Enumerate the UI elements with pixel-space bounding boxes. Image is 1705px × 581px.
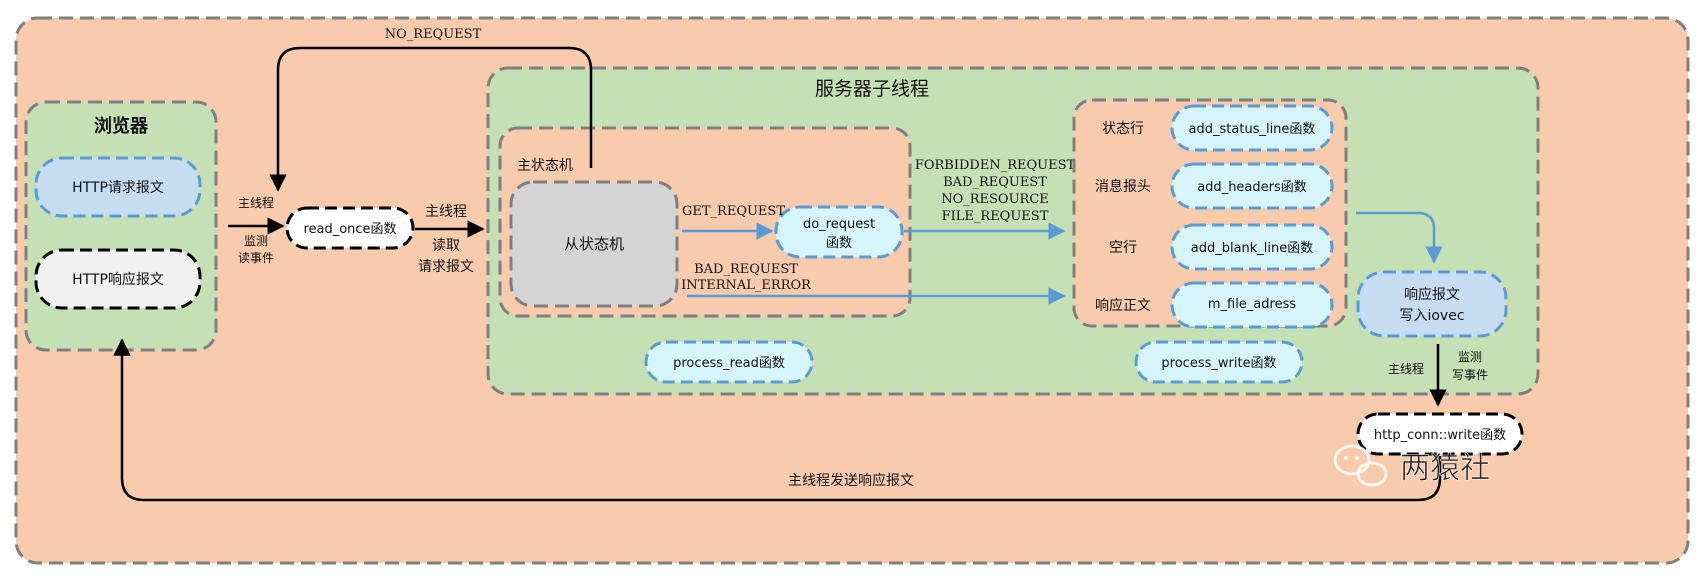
add-blank-line-label: add_blank_line函数 [1191, 241, 1314, 256]
no-request-loop-arrow [269, 46, 593, 192]
read-event-label: 读事件 [238, 251, 274, 265]
http-conn-write-box [1356, 412, 1524, 456]
monitor-label-1: 监测 [244, 234, 268, 248]
slave-state-machine-label: 从状态机 [564, 235, 624, 253]
iovec-box [1356, 270, 1508, 338]
iovec-label-1: 响应报文 [1404, 286, 1460, 303]
forbidden-request-label: FORBIDDEN_REQUEST [915, 158, 1076, 173]
main-thread-label-3: 主线程 [1388, 361, 1424, 376]
add-headers-label: add_headers函数 [1197, 180, 1307, 195]
http-request-box [34, 156, 202, 218]
do-request-label-2: 函数 [826, 236, 852, 251]
add-status-line-box [1170, 104, 1334, 152]
send-response-arrow [113, 338, 1442, 502]
m-file-adress-box [1170, 281, 1334, 329]
browser-title: 浏览器 [94, 115, 149, 137]
read-once-box [285, 206, 415, 250]
file-request-label: FILE_REQUEST [942, 209, 1049, 224]
do-request-label-1: do_request [803, 217, 875, 232]
process-read-label: process_read函数 [673, 356, 785, 371]
send-response-label: 主线程发送响应报文 [788, 472, 914, 489]
no-resource-label: NO_RESOURCE [941, 192, 1049, 207]
add-status-line-label: add_status_line函数 [1189, 122, 1316, 137]
read-label-1: 读取 [432, 237, 460, 254]
main-thread-label-1: 主线程 [238, 195, 274, 210]
server-thread-title: 服务器子线程 [815, 78, 929, 100]
http-response-label: HTTP响应报文 [72, 271, 164, 288]
slave-state-machine-box [509, 180, 679, 308]
master-state-machine-label: 主状态机 [517, 158, 573, 174]
iovec-label-2: 写入iovec [1399, 308, 1464, 324]
process-write-label: process_write函数 [1161, 356, 1276, 371]
bad-request-label-2: BAD_REQUEST [943, 175, 1047, 190]
http-response-box [34, 248, 202, 310]
msg-headers-label: 消息报头 [1095, 178, 1151, 195]
read-once-label: read_once函数 [303, 222, 396, 237]
browser-group [24, 100, 218, 352]
write-event-label: 写事件 [1452, 368, 1488, 382]
process-write-box [1134, 340, 1304, 384]
m-file-adress-label: m_file_adress [1208, 297, 1297, 312]
add-headers-box [1170, 162, 1334, 210]
to-iovec-arrow [1356, 211, 1443, 264]
http-request-label: HTTP请求报文 [72, 180, 164, 196]
main-thread-label-2: 主线程 [425, 204, 467, 220]
do-request-box [774, 205, 904, 259]
add-blank-line-box [1170, 223, 1334, 271]
watermark-text: 两猿社 [1400, 451, 1490, 486]
status-line-label: 状态行 [1102, 121, 1144, 137]
get-request-label: GET_REQUEST [682, 204, 785, 219]
response-body-label: 响应正文 [1095, 297, 1151, 314]
no-request-label: NO_REQUEST [385, 27, 482, 42]
monitor-label-2: 监测 [1458, 350, 1482, 364]
read-label-2: 请求报文 [418, 259, 474, 275]
blank-line-label: 空行 [1109, 240, 1137, 256]
wechat-icon [1333, 444, 1388, 487]
http-conn-write-label: http_conn::write函数 [1374, 428, 1506, 443]
internal-error-label: INTERNAL_ERROR [681, 278, 812, 293]
process-read-box [644, 340, 814, 384]
bad-request-label-1: BAD_REQUEST [694, 262, 798, 277]
